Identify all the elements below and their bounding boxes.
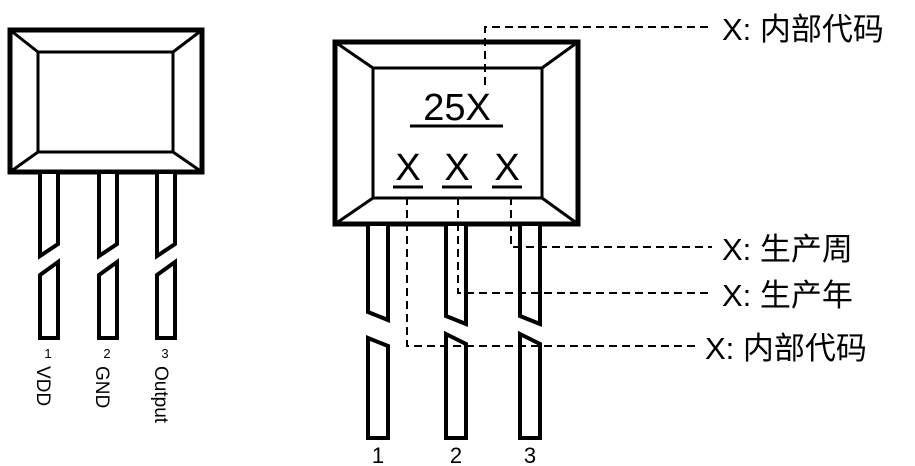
leader-year — [457, 197, 712, 294]
marking-code-2: X — [444, 147, 469, 189]
right-pin-2-number: 2 — [450, 443, 462, 466]
left-lead-3 — [155, 170, 177, 340]
left-lead-2 — [97, 170, 119, 340]
callout-leaders — [406, 26, 712, 347]
right-package: 25X X X X 1 2 3 — [332, 39, 581, 466]
left-pin-3-name: Output — [150, 366, 171, 424]
leader-top-code — [484, 26, 710, 85]
left-pin-2-name: GND — [91, 366, 112, 408]
right-pin-3-number: 3 — [524, 443, 536, 466]
left-pin-1-name: VDD — [32, 366, 53, 406]
left-package: 1 2 3 VDD GND Output — [7, 27, 205, 424]
left-pin-3-number: 3 — [161, 346, 168, 361]
right-pin-1-number: 1 — [372, 443, 384, 466]
callout-top-code: X: 内部代码 — [722, 12, 884, 47]
left-pin-1-number: 1 — [44, 346, 51, 361]
leader-week — [510, 197, 712, 248]
right-lead-2 — [444, 222, 468, 440]
callout-code: X: 内部代码 — [705, 331, 867, 366]
callout-week: X: 生产周 — [722, 232, 853, 267]
marking-part-number: 25X — [423, 87, 491, 129]
marking-code-3: X — [494, 147, 519, 189]
left-package-top-face — [36, 50, 175, 154]
callout-year: X: 生产年 — [722, 278, 853, 313]
left-pin-2-number: 2 — [103, 346, 110, 361]
leader-code — [406, 197, 698, 347]
right-lead-1 — [366, 222, 390, 440]
marking-code-1: X — [395, 147, 420, 189]
left-lead-1 — [38, 170, 60, 340]
right-lead-3 — [518, 222, 542, 440]
